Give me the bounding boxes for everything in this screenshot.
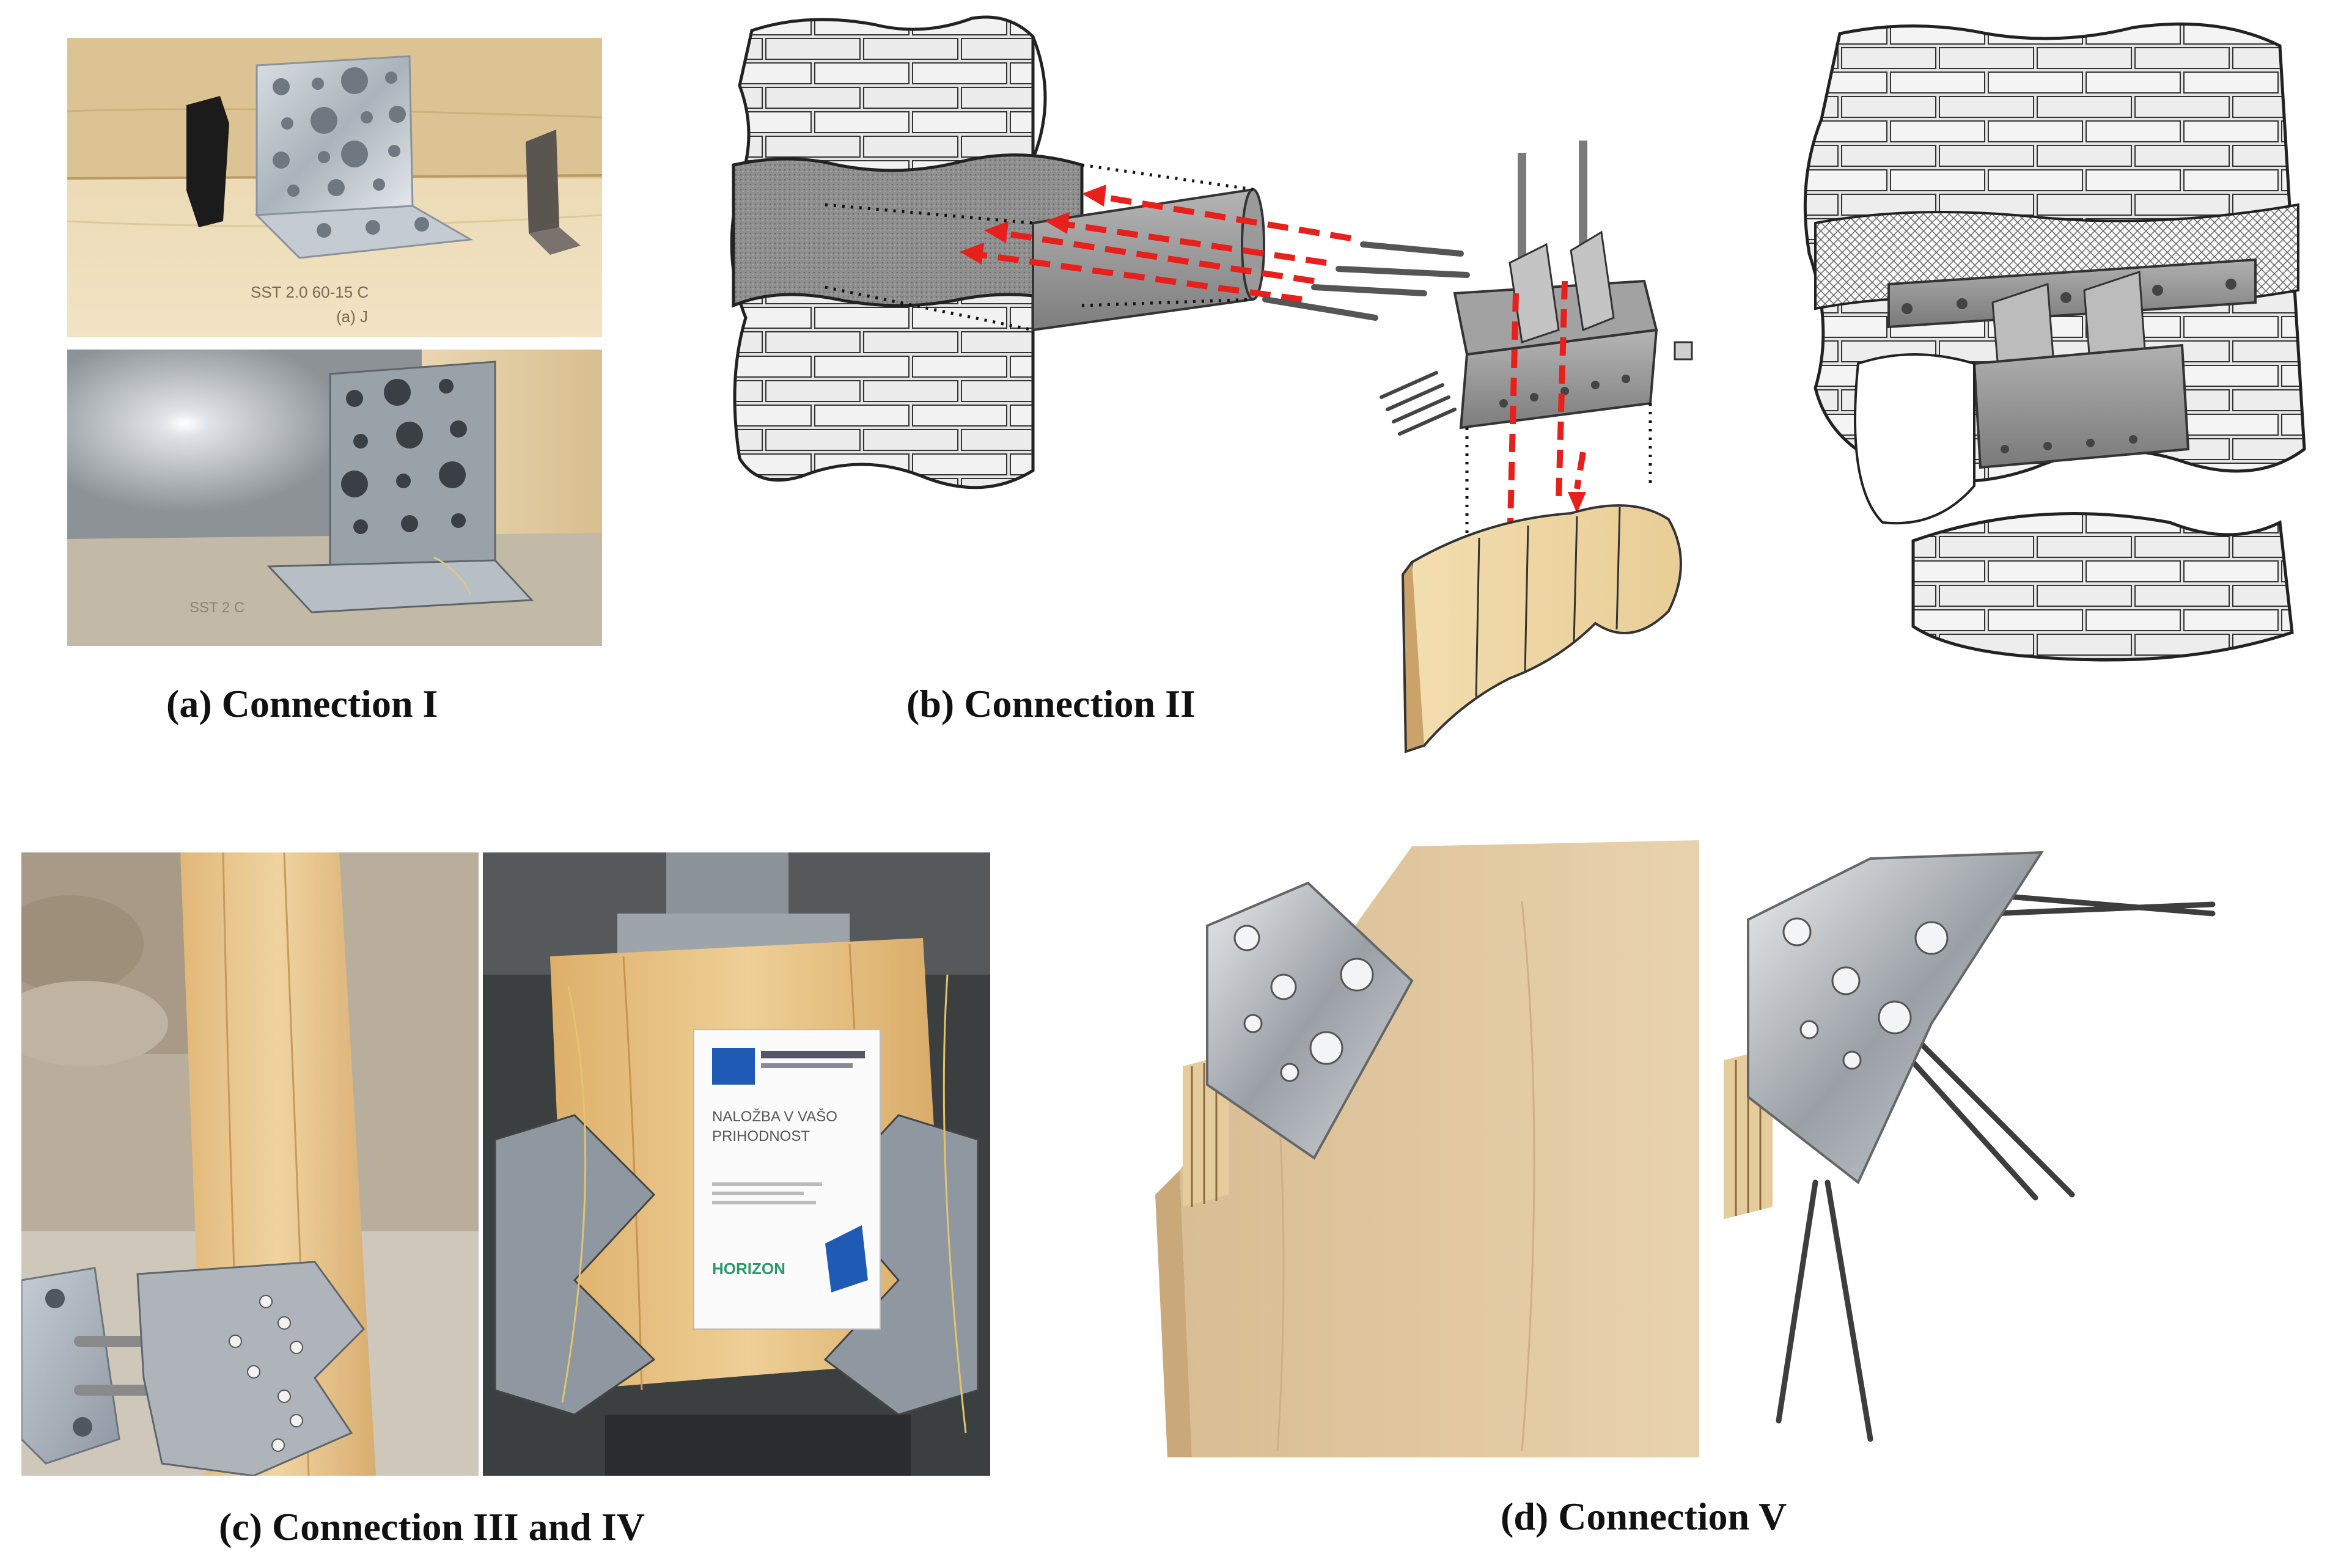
wood-marking-bottom: SST 2 C xyxy=(189,599,244,616)
panel-c-photo-left xyxy=(21,852,479,1476)
panel-a-photo-top: SST 2.0 60-15 C (a) J xyxy=(67,38,602,337)
caption-d: (d) Connection V xyxy=(1501,1495,1787,1538)
poster-line-2: PRIHODNOST xyxy=(712,1128,810,1145)
panel-b-assembled-wall xyxy=(1791,21,2323,681)
caption-b: (b) Connection II xyxy=(906,682,1196,725)
panel-a-photo-bottom: SST 2 C xyxy=(67,350,602,646)
poster-logo: HORIZON xyxy=(712,1259,785,1278)
panel-b-exploded-diagram xyxy=(715,12,1693,788)
wood-marking-top-2: (a) J xyxy=(336,307,368,326)
panel-c-photo-right: NALOŽBA V VAŠO PRIHODNOST HORIZON xyxy=(483,852,990,1476)
wood-marking-top: SST 2.0 60-15 C xyxy=(251,283,369,301)
panel-d-render-right xyxy=(1711,840,2249,1464)
caption-c: (c) Connection III and IV xyxy=(219,1505,645,1548)
caption-a: (a) Connection I xyxy=(166,682,438,725)
poster-line-1: NALOŽBA V VAŠO xyxy=(712,1108,837,1125)
panel-d-render-left xyxy=(1155,840,1705,1464)
